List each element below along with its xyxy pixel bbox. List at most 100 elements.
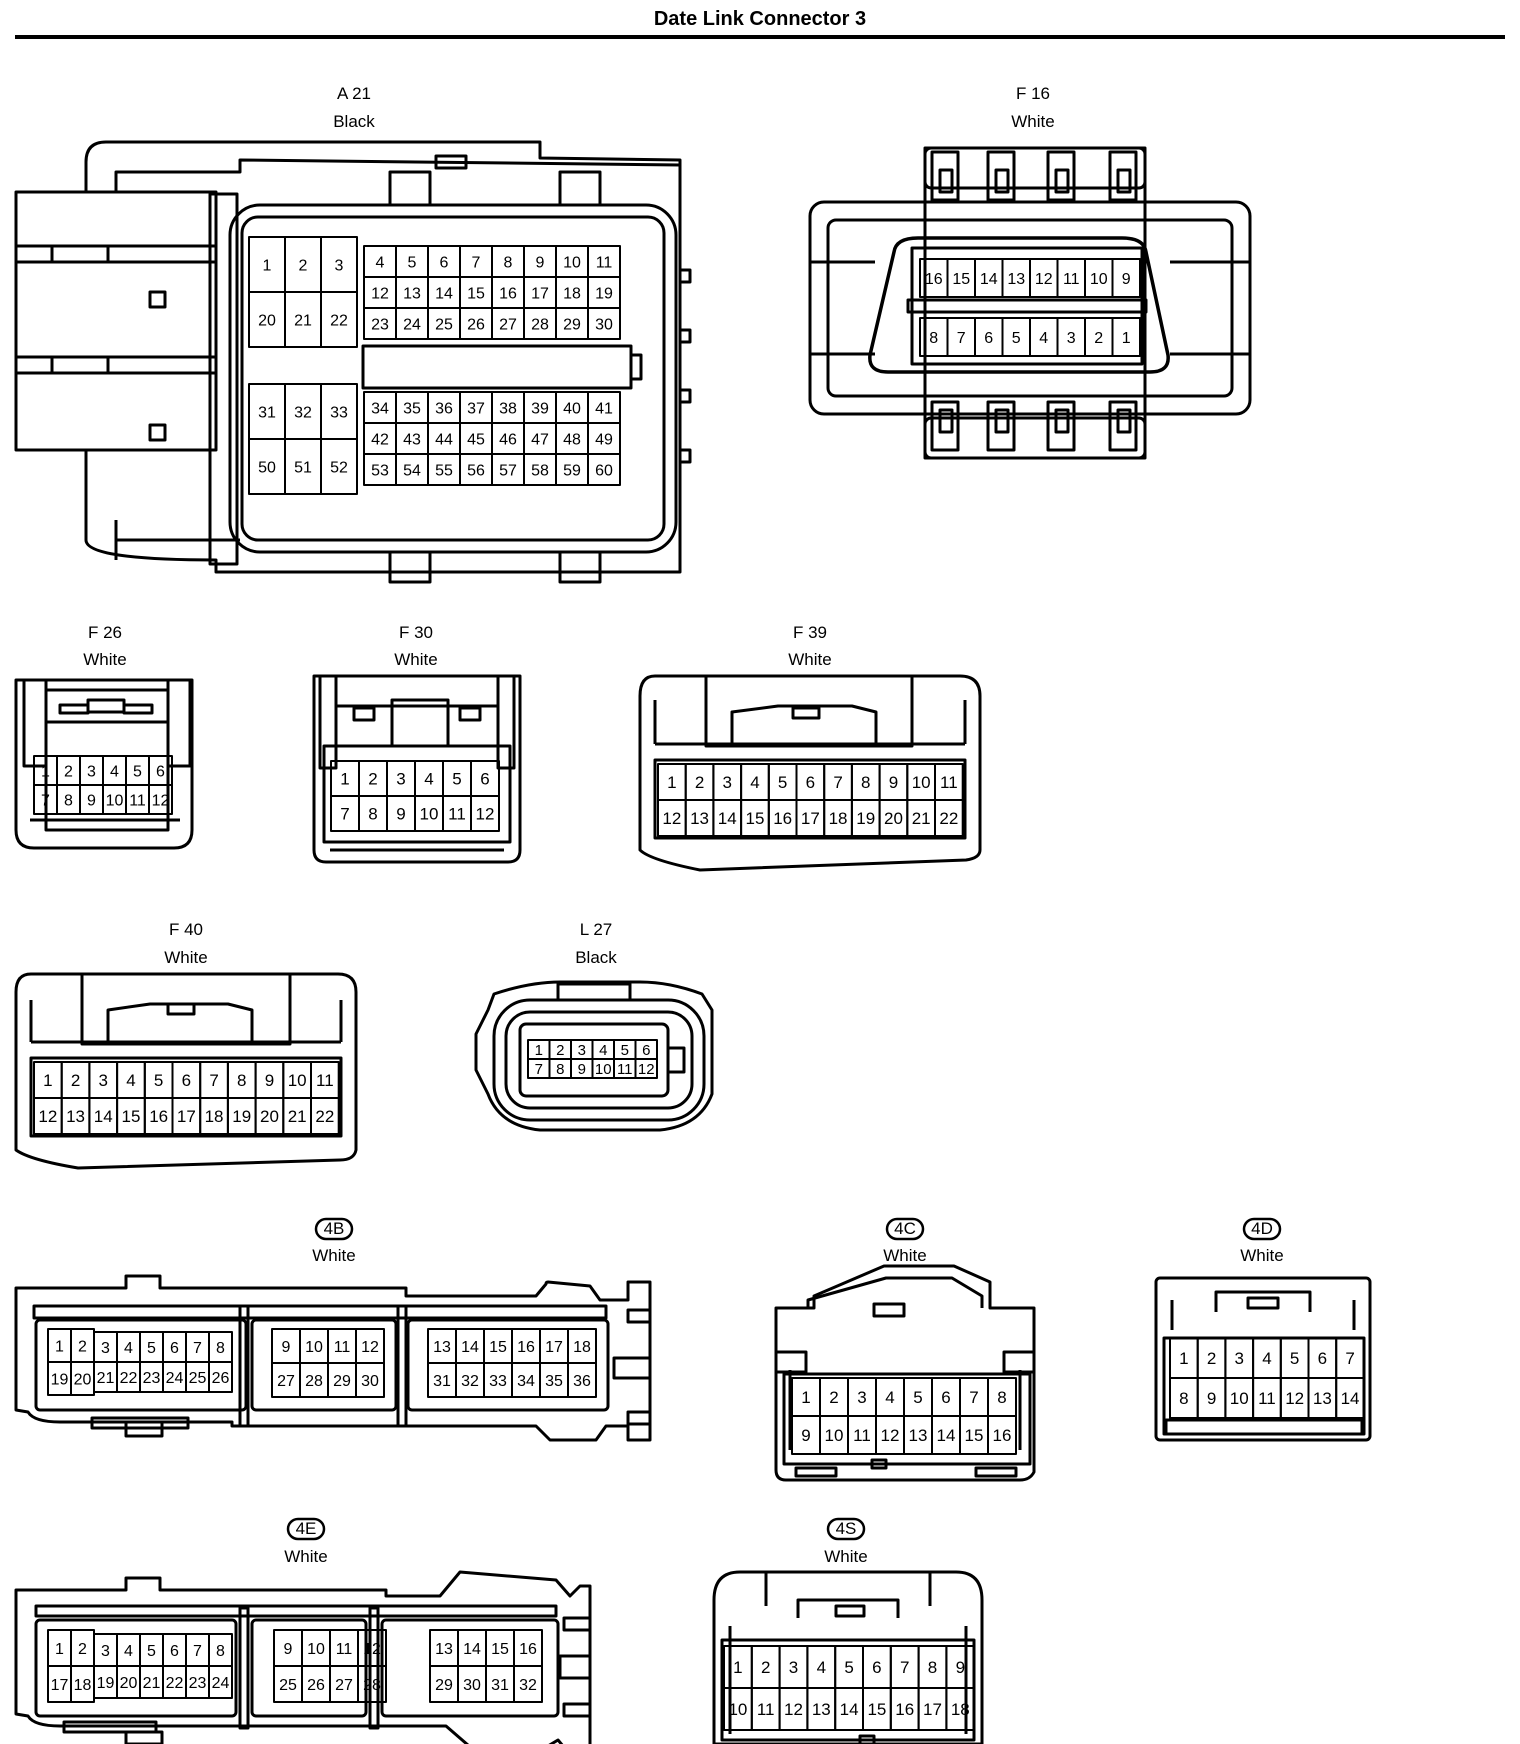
- pin-label: 42: [371, 431, 389, 448]
- pin-label: 30: [595, 316, 613, 333]
- pin-label: 3: [723, 773, 732, 792]
- pin-label: 14: [1341, 1389, 1360, 1408]
- pin-label: 15: [489, 1339, 507, 1356]
- pin-label: 13: [1007, 271, 1025, 288]
- pin-label: 12: [363, 1641, 381, 1658]
- pin-label: 5: [1012, 330, 1021, 347]
- pin-label: 4: [376, 254, 385, 271]
- pin-label: 31: [491, 1677, 509, 1694]
- pin-label: 29: [333, 1373, 351, 1390]
- pin-label: 7: [472, 254, 481, 271]
- pin-label: 29: [563, 316, 581, 333]
- pin-label: 12: [38, 1107, 57, 1126]
- pin-label: 27: [277, 1373, 295, 1390]
- connector-color: White: [1240, 1246, 1283, 1265]
- pin-label: 4: [424, 770, 433, 789]
- pin-label: 5: [844, 1658, 853, 1677]
- connector-color: White: [164, 948, 207, 967]
- pin-label: 19: [856, 809, 875, 828]
- pin-label: 60: [595, 462, 613, 479]
- pin-label: 1: [340, 770, 349, 789]
- connector-color: White: [284, 1547, 327, 1566]
- pin-label: 4: [1039, 330, 1048, 347]
- pin-label: 7: [193, 1643, 202, 1660]
- connector-l27: [474, 980, 714, 1132]
- pin-label: 10: [307, 1641, 325, 1658]
- connector-color: White: [312, 1246, 355, 1265]
- pin-label: 2: [71, 1071, 80, 1090]
- pin-label: 12: [1285, 1389, 1304, 1408]
- pin-label: 4: [124, 1340, 133, 1357]
- pin-label: 58: [531, 462, 549, 479]
- connector-f40: [14, 972, 358, 1170]
- pin-label: 20: [120, 1675, 138, 1692]
- pin-label: 19: [97, 1675, 115, 1692]
- pin-label: 13: [433, 1339, 451, 1356]
- pin-label: 28: [305, 1373, 323, 1390]
- pin-label: 20: [260, 1107, 279, 1126]
- connector-code: 4S: [836, 1519, 857, 1538]
- pin-label: 16: [519, 1641, 537, 1658]
- pin-label: 5: [913, 1388, 922, 1407]
- pin-label: 5: [408, 254, 417, 271]
- pin-label: 41: [595, 400, 613, 417]
- pin-label: 6: [170, 1340, 179, 1357]
- pin-label: 48: [563, 431, 581, 448]
- pin-label: 30: [361, 1373, 379, 1390]
- pin-label: 46: [499, 431, 517, 448]
- pin-label: 3: [1067, 330, 1076, 347]
- pin-label: 3: [578, 1042, 586, 1059]
- pin-label: 16: [993, 1426, 1012, 1445]
- pin-label: 20: [74, 1371, 92, 1388]
- pin-label: 8: [929, 330, 938, 347]
- pin-label: 1: [1122, 330, 1131, 347]
- pin-label: 13: [403, 285, 421, 302]
- pin-label: 26: [212, 1370, 230, 1387]
- pin-label: 18: [829, 809, 848, 828]
- pin-label: 8: [504, 254, 513, 271]
- pin-label: 9: [282, 1339, 291, 1356]
- pin-label: 12: [371, 285, 389, 302]
- pin-label: 17: [801, 809, 820, 828]
- pin-label: 6: [941, 1388, 950, 1407]
- pin-label: 15: [491, 1641, 509, 1658]
- pin-label: 18: [74, 1677, 92, 1694]
- pin-label: 11: [617, 1061, 633, 1078]
- pin-label: 14: [435, 285, 453, 302]
- pin-label: 2: [1094, 330, 1103, 347]
- connector-code: F 30: [399, 623, 433, 642]
- pin-label: 2: [761, 1658, 770, 1677]
- pin-label: 38: [499, 400, 517, 417]
- pin-label: 8: [64, 792, 73, 809]
- connector-code: A 21: [337, 84, 371, 103]
- pin-label: 4: [599, 1042, 607, 1059]
- pin-label: 12: [361, 1339, 379, 1356]
- connector-color: White: [883, 1246, 926, 1265]
- pin-label: 4: [124, 1643, 133, 1660]
- pin-label: 3: [101, 1340, 110, 1357]
- pin-label: 8: [928, 1658, 937, 1677]
- pin-label: 34: [371, 400, 389, 417]
- pin-label: 6: [806, 773, 815, 792]
- pin-label: 8: [1179, 1389, 1188, 1408]
- pin-label: 17: [177, 1107, 196, 1126]
- pin-label: 52: [330, 459, 348, 476]
- pin-label: 15: [467, 285, 485, 302]
- pin-label: 6: [170, 1643, 179, 1660]
- pin-label: 7: [900, 1658, 909, 1677]
- pin-label: 56: [467, 462, 485, 479]
- connector-f39: [638, 674, 982, 872]
- pin-label: 17: [545, 1339, 563, 1356]
- pin-label: 20: [258, 312, 276, 329]
- pin-label: 32: [519, 1677, 537, 1694]
- pin-label: 45: [467, 431, 485, 448]
- pin-label: 3: [857, 1388, 866, 1407]
- connector-code: L 27: [580, 920, 612, 939]
